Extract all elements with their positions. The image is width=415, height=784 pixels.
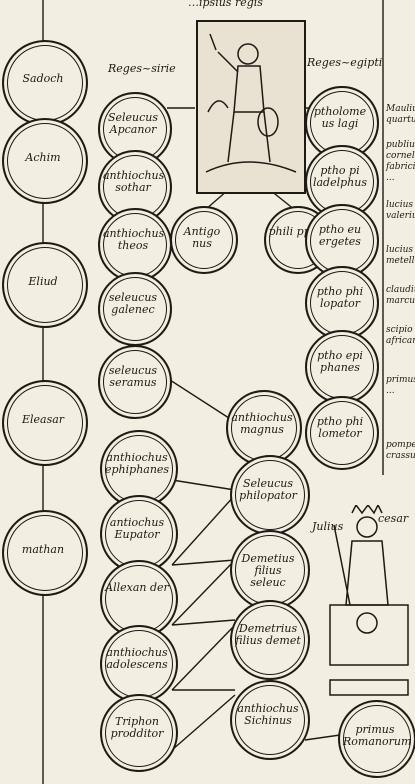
margin-note-7: pompeius crassus xyxy=(386,440,415,461)
king-portrait-frame xyxy=(196,20,306,194)
chain-link xyxy=(2,40,88,126)
king-label-syria-0: Seleucus Apcanor xyxy=(107,111,159,136)
king-label-syria-1: anthiochus sothar xyxy=(103,169,165,194)
header-reges-syrie: Reges~sirie xyxy=(108,62,176,75)
margin-note-5: scipio africanus xyxy=(386,325,415,346)
margin-note-1: publius cornelius fabricius ... xyxy=(386,140,415,183)
king-ring-syria xyxy=(98,208,172,282)
knight-figure-icon xyxy=(205,33,297,173)
chain-label-2: Eliud xyxy=(28,275,58,288)
king-label-egypt-3: ptho phi lopator xyxy=(316,285,364,310)
king-label-ll-2: Allexan der xyxy=(105,581,169,594)
king-label-egypt-5: ptho phi lometor xyxy=(316,415,364,440)
label-cesar: cesar xyxy=(378,512,409,525)
king-label-egypt-2: ptho eu ergetes xyxy=(318,223,362,248)
margin-note-0: Maulius quartus xyxy=(386,104,415,125)
king-label-ll-0: anthiochus ephiphanes xyxy=(105,451,170,476)
margin-note-6: primus ... xyxy=(386,375,415,396)
king-ring-syria xyxy=(98,345,172,419)
king-label-primus: primus Romanorum xyxy=(343,723,412,748)
king-label-syria-2: anthiochus theos xyxy=(103,227,165,252)
king-ring-egypt xyxy=(305,396,379,470)
chain-label-0: Sadoch xyxy=(22,72,64,85)
king-label-lr-2: Demetrius filius demet xyxy=(235,622,301,647)
margin-note-2: lucius valerius xyxy=(386,200,415,221)
king-ring-center xyxy=(170,206,238,274)
chain-label-1: Achim xyxy=(25,151,61,164)
king-label-antigonus: Antigo nus xyxy=(183,225,221,250)
chain-label-4: mathan xyxy=(21,543,65,556)
chain-link xyxy=(2,510,88,596)
king-ring-egypt xyxy=(305,266,379,340)
king-ring-lower-right xyxy=(230,455,310,535)
chain-link xyxy=(2,242,88,328)
margin-note-3: lucius metellus xyxy=(386,245,415,266)
chain-link xyxy=(2,380,88,466)
king-label-syria-3: seleucus galenec xyxy=(108,291,158,316)
king-label-ll-3: anthiochus adolescens xyxy=(106,646,168,671)
chain-link xyxy=(2,118,88,204)
header-fragment-top: …ipsius regis xyxy=(188,0,263,9)
king-label-lr-1: Demetius filius seleuc xyxy=(241,552,295,589)
king-ring-lower-right xyxy=(230,600,310,680)
king-label-ll-1: antiochus Eupator xyxy=(109,516,165,541)
king-ring-egypt xyxy=(305,204,379,278)
king-label-lr-3: anthiochus Sichinus xyxy=(237,702,299,727)
king-label-magnus: anthiochus magnus xyxy=(231,411,293,436)
header-reges-egypti: Reges~egipti xyxy=(307,56,383,69)
king-label-syria-4: seleucus seramus xyxy=(108,364,158,389)
king-ring-lower-left xyxy=(100,694,178,772)
king-label-egypt-4: ptho epi phanes xyxy=(317,349,363,374)
king-label-lr-0: Seleucus philopator xyxy=(239,477,297,502)
chain-label-3: Eleasar xyxy=(21,413,65,426)
king-label-egypt-1: ptho pi ladelphus xyxy=(312,164,367,189)
king-label-egypt-0: ptholome us lagi xyxy=(313,105,367,130)
king-ring-lower-right xyxy=(230,680,310,760)
emperor-figure-icon xyxy=(329,505,409,696)
king-label-ll-4: Triphon prodditor xyxy=(110,715,164,740)
